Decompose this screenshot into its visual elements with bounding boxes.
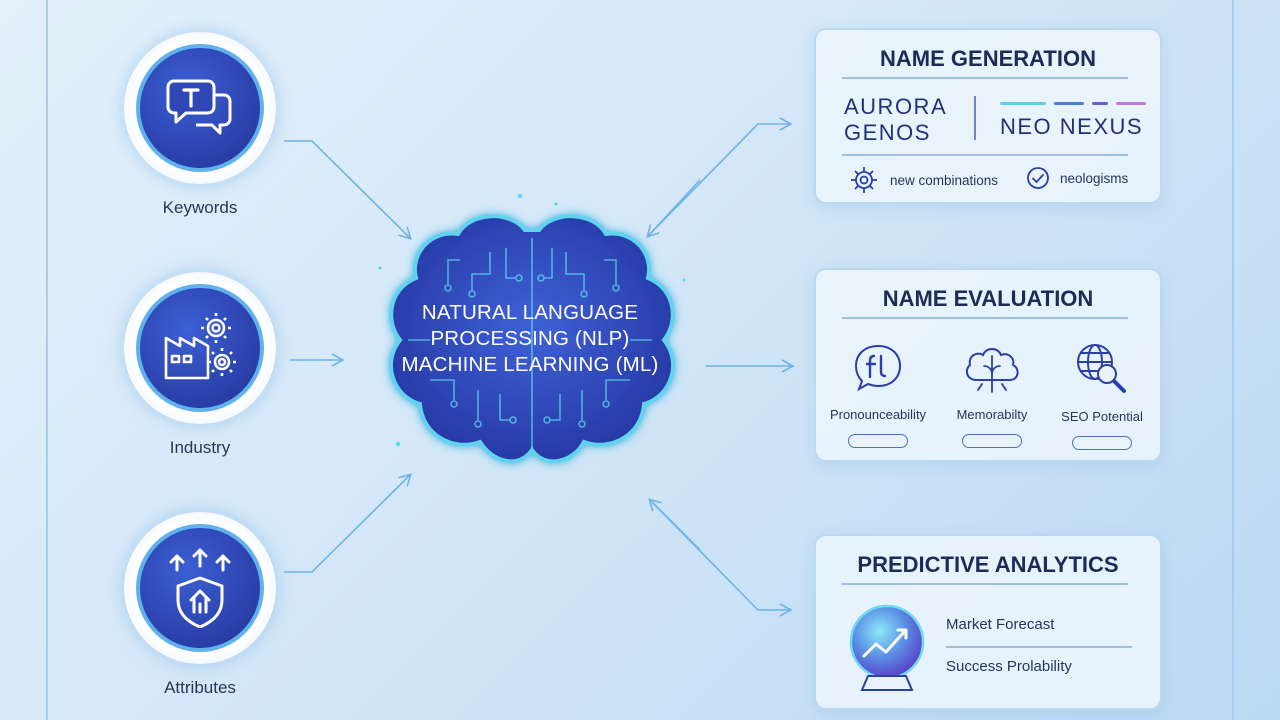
input-label-industry: Industry: [169, 438, 231, 457]
check-circle-icon: [1027, 167, 1049, 189]
panel-title-name-generation: NAME GENERATION: [880, 46, 1096, 71]
brand-genos-line: GENOS: [844, 120, 931, 145]
gear-icon: [851, 167, 877, 193]
eval-label: SEO Potential: [1061, 409, 1143, 424]
input-label-keywords: Keywords: [162, 198, 238, 217]
core-brain: NATURAL LANGUAGE PROCESSING (NLP) MACHIN…: [360, 190, 700, 512]
chat-bubbles-icon: [166, 79, 232, 135]
metric-divider: [946, 646, 1132, 648]
panel-title-name-evaluation: NAME EVALUATION: [882, 286, 1094, 311]
panel-predictive-analytics: PREDICTIVE ANALYTICS Market Forecast Suc…: [814, 534, 1162, 710]
industry-disc: [136, 284, 264, 412]
arrow-core-to-analytics: [649, 499, 793, 617]
input-node-industry: Industry: [120, 272, 280, 458]
metric-market-forecast: Market Forecast: [946, 616, 1055, 633]
feature-label: new combinations: [890, 172, 999, 188]
arrow-keywords-to-core: [284, 140, 412, 240]
speech-fl-icon: [854, 344, 902, 392]
feature-label: neologisms: [1060, 170, 1129, 186]
brain-cloud-icon: [965, 348, 1019, 393]
dash-violet: [1116, 102, 1146, 105]
core-label: NATURAL LANGUAGE PROCESSING (NLP) MACHIN…: [360, 300, 700, 378]
eval-score-pill: [848, 434, 908, 448]
panel-name-generation: NAME GENERATION AURORA GENOS NEO NEXUS n…: [814, 28, 1162, 204]
core-label-line2: PROCESSING (NLP): [430, 327, 630, 350]
input-node-attributes: Attributes: [120, 512, 280, 698]
factory-gears-icon: [164, 313, 236, 380]
arrow-core-to-generation: [647, 117, 793, 237]
arrow-generation-to-core: [646, 179, 701, 238]
panel-title-predictive-analytics: PREDICTIVE ANALYTICS: [857, 552, 1119, 577]
feature-new-combinations: new combinations: [848, 164, 998, 196]
industry-ring: [124, 272, 276, 424]
crystal-ball-chart-icon: [849, 604, 925, 691]
metric-success-probability: Success Prolability: [946, 658, 1072, 675]
eval-label: Memorabilty: [956, 407, 1028, 422]
panel-name-evaluation: NAME EVALUATION Pronounceability Memorab…: [814, 268, 1162, 462]
brand-neo-nexus: NEO NEXUS: [1000, 114, 1144, 139]
brand-separator: [974, 96, 976, 140]
circuit-brain-icon: [378, 194, 686, 512]
panel-rule: [842, 77, 1128, 79]
keywords-disc: [136, 44, 264, 172]
input-label-attributes: Attributes: [164, 678, 236, 697]
arrow-analytics-to-core: [648, 498, 701, 551]
eval-label: Pronounceability: [829, 407, 927, 422]
core-label-line3: MACHINE LEARNING (ML): [401, 353, 659, 376]
panel-rule: [842, 583, 1128, 585]
attributes-ring: [124, 512, 276, 664]
globe-magnifier-icon: [1077, 344, 1126, 393]
frame-line-left: [46, 0, 48, 720]
brand-aurora-line: AURORA: [844, 94, 948, 119]
brand-aurora-genos: AURORA GENOS: [844, 94, 947, 146]
feature-neologisms: neologisms: [1026, 166, 1128, 190]
dash-blue: [1054, 102, 1084, 105]
arrow-attributes-to-core: [284, 473, 412, 573]
eval-score-pill: [1072, 436, 1132, 450]
brand-dashes: [1000, 102, 1146, 105]
frame-line-right: [1232, 0, 1234, 720]
core-label-line1: NATURAL LANGUAGE: [421, 301, 639, 324]
shield-arrows-icon: [169, 548, 231, 628]
dash-indigo: [1092, 102, 1108, 105]
eval-seo-potential: SEO Potential: [1042, 340, 1162, 450]
keywords-ring: [124, 32, 276, 184]
eval-memorability: Memorabilty: [932, 340, 1052, 448]
panel-rule: [842, 154, 1128, 156]
input-node-keywords: Keywords: [120, 32, 280, 218]
panel-rule: [842, 317, 1128, 319]
eval-score-pill: [962, 434, 1022, 448]
attributes-disc: [136, 524, 264, 652]
eval-pronounceability: Pronounceability: [818, 340, 938, 448]
dash-cyan: [1000, 102, 1046, 105]
